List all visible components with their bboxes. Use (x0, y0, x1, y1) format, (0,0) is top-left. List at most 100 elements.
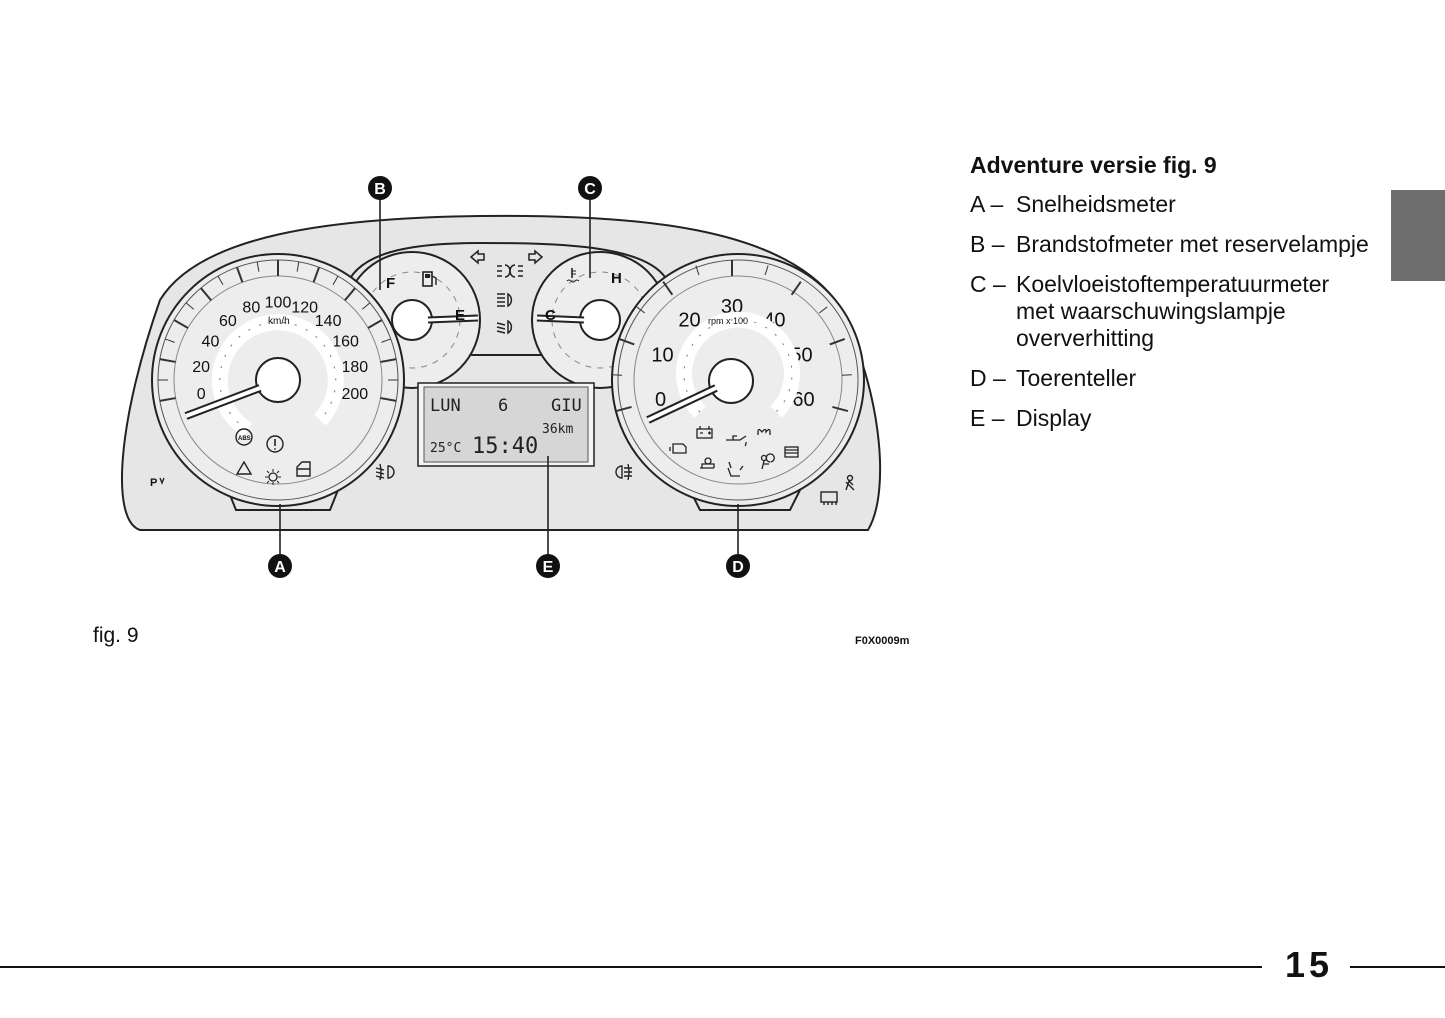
front-fog-light-icon (375, 463, 395, 481)
speedometer-label: 120 (291, 299, 318, 316)
tachometer-tick (818, 306, 828, 314)
legend-text: Koelvloeistoftemperatuurmeter met waarsc… (1016, 271, 1330, 351)
left-turn-arrow-icon (469, 249, 485, 265)
callout-a: A (268, 554, 292, 578)
speedometer-label: 20 (192, 359, 210, 376)
brake-warning-icon (266, 435, 284, 453)
seat-icon (727, 461, 744, 477)
legend-key: B – (970, 231, 1005, 257)
tachometer-label: 60 (792, 389, 814, 411)
speedometer-tick (165, 338, 175, 343)
figure-caption: fig. 9 (93, 624, 139, 647)
battery-icon (696, 426, 713, 439)
display-trip: 36km (542, 422, 573, 437)
fuel-empty-label: E (455, 307, 465, 324)
door-open-icon (296, 461, 311, 477)
tachometer-label: 20 (678, 309, 700, 331)
tachometer-unit: rpm x 100 (708, 316, 748, 326)
speedometer-tick (200, 287, 212, 301)
callout-leaders (279, 200, 739, 554)
speedometer-label: 60 (219, 313, 237, 330)
tachometer-tick (790, 281, 802, 296)
svg-text:ABS: ABS (238, 436, 251, 442)
tachometer-tick (829, 338, 846, 346)
speedometer-label: 140 (315, 313, 342, 330)
speedometer-label: 100 (265, 295, 292, 312)
high-beam-icon (497, 292, 513, 308)
display-date: 6 (498, 396, 508, 416)
footer-rule-right (1350, 966, 1445, 968)
legend-text: Toerenteller (1016, 365, 1137, 391)
tachometer-tick (662, 281, 674, 296)
svg-text:C: C (584, 181, 596, 198)
speedometer-label: 80 (242, 299, 260, 316)
side-indicator-icons: P (150, 463, 855, 505)
legend-key: E – (970, 405, 1005, 431)
svg-text:P: P (150, 477, 157, 489)
svg-text:D: D (732, 559, 744, 576)
speedometer-tick (256, 261, 260, 272)
airbag-icon (760, 453, 775, 470)
display-day: LUN (430, 396, 461, 416)
callout-b: B (368, 176, 392, 200)
legend-key: D – (970, 365, 1006, 391)
rear-fog-light-icon (615, 463, 632, 481)
glow-plug-icon (757, 428, 771, 435)
callout-d: D (726, 554, 750, 578)
legend-item-c: C – Koelvloeistoftemperatuurmeter met wa… (970, 271, 1370, 352)
dpf-filter-icon (784, 446, 799, 458)
legend-text: Brandstofmeter met reservelampje (1016, 231, 1369, 257)
speedometer-tick (173, 319, 189, 329)
bulb-failure-icon (265, 469, 281, 485)
display-month: GIU (551, 396, 582, 416)
tachometer-tick (832, 405, 849, 413)
legend-item-d: D – Toerenteller (970, 365, 1370, 392)
abs-warning-icon: ABS (235, 428, 253, 446)
fuel-pump-icon (422, 271, 437, 287)
instrument-cluster-figure: F E C H (120, 176, 882, 578)
speedometer-label: 0 (197, 386, 206, 403)
speedometer-tick (367, 319, 383, 329)
engine-check-icon (669, 443, 687, 454)
svg-text:A: A (274, 559, 286, 576)
legend-key: A – (970, 191, 1004, 217)
legend-item-b: B – Brandstofmeter met reservelampje (970, 231, 1370, 258)
svg-text:B: B (374, 181, 386, 198)
low-beam-icon (496, 319, 513, 335)
figure-code: F0X0009m (855, 635, 910, 647)
speedometer-label: 160 (332, 334, 359, 351)
rear-window-heater-icon (820, 491, 838, 505)
hazard-triangle-icon (235, 460, 253, 475)
tachometer-label: 10 (651, 345, 673, 367)
speedometer-tick (185, 302, 195, 310)
speedometer-label: 40 (202, 334, 220, 351)
speedometer-tick (381, 338, 391, 343)
speedometer-tick (361, 302, 371, 310)
speedometer-tick (332, 275, 339, 285)
chapter-tab-marker (1391, 190, 1445, 281)
legend: Adventure versie fig. 9 A – Snelheidsmet… (970, 152, 1370, 445)
multifunction-display: LUN 6 GIU 36km 25°C 15:40 (417, 382, 595, 467)
temp-cold-label: C (545, 307, 556, 324)
display-temp: 25°C (430, 441, 461, 456)
legend-title: Adventure versie fig. 9 (970, 152, 1217, 178)
speedometer-tick (312, 266, 320, 283)
park-light-icon: P (150, 477, 165, 489)
footer-rule-left (0, 966, 1262, 968)
legend-key: C – (970, 271, 1006, 297)
display-time: 15:40 (472, 434, 538, 459)
speedometer-tick (159, 397, 176, 402)
temp-hot-label: H (611, 270, 622, 287)
speedometer-label: 200 (341, 386, 368, 403)
oil-pressure-icon (726, 435, 747, 447)
page-number: 15 (1284, 944, 1334, 985)
tachometer-tick (615, 405, 632, 413)
legend-item-e: E – Display (970, 405, 1370, 432)
speedometer-tick (236, 266, 244, 283)
airbag-off-icon (700, 457, 715, 469)
position-lights-icon (497, 264, 523, 278)
speedometer-tick (380, 397, 397, 402)
speedometer-label: 180 (341, 359, 368, 376)
